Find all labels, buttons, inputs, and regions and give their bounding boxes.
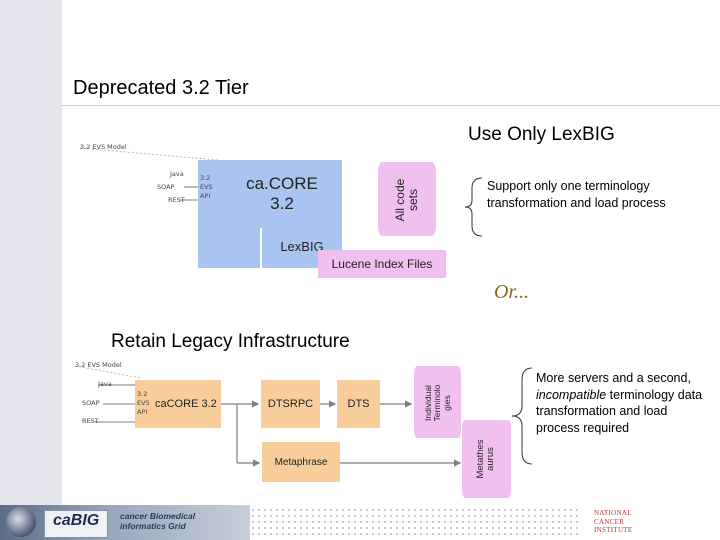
footer-dot-pattern — [250, 507, 580, 537]
diagram2-terminologies-label: Individual Terminolo gies — [422, 384, 452, 422]
diagram2-metathesaurus-label: Metathes aurus — [474, 439, 497, 479]
diagram2-api-java: Java — [98, 380, 112, 388]
option2-note-start: More servers and a second, — [536, 371, 691, 385]
diagram1-lexbig-box: LexBIG — [262, 224, 342, 268]
option1-heading: Use Only LexBIG — [468, 124, 615, 145]
cabig-logo-box — [44, 510, 108, 538]
cabig-logo: caBIG — [53, 512, 100, 529]
option2-note-emphasis: incompatible — [536, 387, 607, 402]
diagram1-api-soap: SOAP — [157, 183, 175, 191]
option2-heading: Retain Legacy Infrastructure — [111, 331, 350, 352]
left-decorative-band — [0, 0, 62, 505]
nci-logo: NATIONAL CANCER INSTITUTE — [594, 509, 633, 534]
footer-logo-strip — [0, 505, 250, 540]
diagram-lexbig-only: 3.2 EVS Model Java SOAP REST 3.2 EVS API… — [80, 138, 460, 290]
diagram2-dts-box: DTS — [337, 380, 380, 428]
diagram2-cacore-label: caCORE 3.2 — [155, 398, 217, 410]
diagram1-api-java: Java — [170, 170, 184, 178]
slide-title: Deprecated 3.2 Tier — [73, 77, 249, 99]
diagram2-lines — [75, 365, 462, 467]
diagram2-model-label: 3.2 EVS Model — [75, 361, 122, 369]
diagram1-model-label: 3.2 EVS Model — [80, 143, 127, 151]
or-separator: Or... — [494, 281, 530, 303]
option2-brace-icon — [511, 367, 533, 465]
option1-note: Support only one terminology transformat… — [487, 179, 666, 210]
diagram1-codesets-label: All code sets — [393, 178, 420, 222]
diagram2-api-rest: REST — [82, 417, 99, 425]
diagram2-evs-api-label: 3.2 EVS API — [137, 390, 150, 416]
diagram2-metaphrase-box: Metaphrase — [262, 442, 340, 482]
diagram1-api-rest: REST — [168, 196, 185, 204]
option2-note-end: terminology data transformation and load… — [536, 387, 703, 435]
diagram2-cacore-box — [135, 380, 221, 428]
diagram-legacy-infrastructure: 3.2 EVS Model Java SOAP REST 3.2 EVS API… — [75, 358, 515, 503]
diagram2-dtsrpc-box: DTSRPC — [261, 380, 320, 428]
title-underline — [62, 105, 720, 106]
diagram2-metathesaurus-box — [462, 420, 511, 498]
diagram1-evs-api-label: 3.2 EVS API — [200, 174, 213, 200]
diagram2-terminologies-box — [414, 366, 461, 438]
globe-icon — [6, 507, 36, 537]
diagram1-codesets-box — [378, 162, 436, 236]
option1-brace-icon — [464, 177, 483, 237]
cabig-tagline: cancer Biomedical informatics Grid — [120, 511, 196, 531]
option2-note: More servers and a second, incompatible … — [536, 370, 711, 436]
diagram1-cacore-box: ca.CORE 3.2 — [222, 160, 342, 228]
diagram1-lines — [80, 147, 219, 201]
diagram2-api-soap: SOAP — [82, 399, 100, 407]
diagram1-lucene-box: Lucene Index Files — [318, 250, 446, 278]
